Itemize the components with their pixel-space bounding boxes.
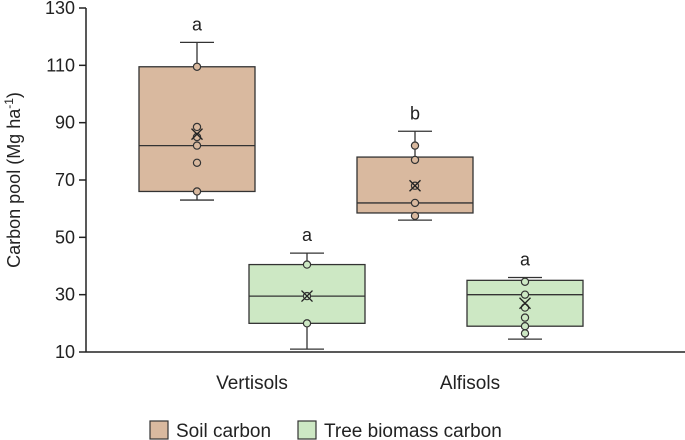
y-tick-label: 110 (46, 55, 75, 75)
mean-marker (301, 290, 313, 303)
data-point (302, 260, 312, 269)
data-point (520, 329, 530, 338)
y-tick-label: 10 (55, 342, 75, 362)
mean-marker (191, 128, 203, 141)
data-point (520, 313, 530, 322)
y-tick-label: 70 (55, 170, 75, 190)
significance-letter: a (302, 225, 313, 245)
legend-swatch (297, 420, 317, 440)
data-point (520, 290, 530, 299)
box-tree-biomass-carbon-vertisols: a (248, 225, 366, 350)
box-soil-carbon-vertisols: a (138, 14, 256, 201)
data-point (192, 141, 202, 150)
legend-item: Tree biomass carbon (297, 420, 502, 440)
box-series-group: a b a a (138, 14, 584, 350)
data-point (520, 322, 530, 331)
box-soil-carbon-alfisols: b (356, 103, 474, 221)
y-tick-label: 130 (45, 0, 75, 18)
y-tick-label: 50 (55, 227, 75, 247)
data-point (410, 155, 420, 165)
y-tick-label: 30 (55, 285, 75, 305)
data-point (410, 141, 420, 150)
y-axis-title: Carbon pool (Mg ha-1) (2, 92, 24, 268)
legend-swatch (149, 420, 169, 440)
x-category-label: Alfisols (440, 373, 500, 394)
data-point (410, 211, 420, 221)
legend: Soil carbon Tree biomass carbon (149, 420, 502, 440)
data-point (192, 158, 202, 167)
legend-label: Soil carbon (176, 421, 271, 440)
box-tree-biomass-carbon-alfisols: a (466, 249, 584, 340)
significance-letter: a (192, 14, 203, 34)
significance-letter: b (410, 103, 420, 123)
data-point (192, 122, 202, 132)
mean-marker (409, 179, 421, 192)
legend-item: Soil carbon (149, 420, 271, 440)
data-point (410, 198, 420, 208)
data-point (192, 62, 202, 71)
data-point (302, 319, 312, 328)
data-point (192, 187, 202, 196)
x-category-label: Vertisols (216, 373, 288, 394)
y-tick-label: 90 (55, 113, 75, 133)
significance-letter: a (520, 249, 531, 269)
mean-marker (519, 297, 531, 310)
data-point (520, 277, 530, 286)
legend-label: Tree biomass carbon (324, 421, 502, 440)
